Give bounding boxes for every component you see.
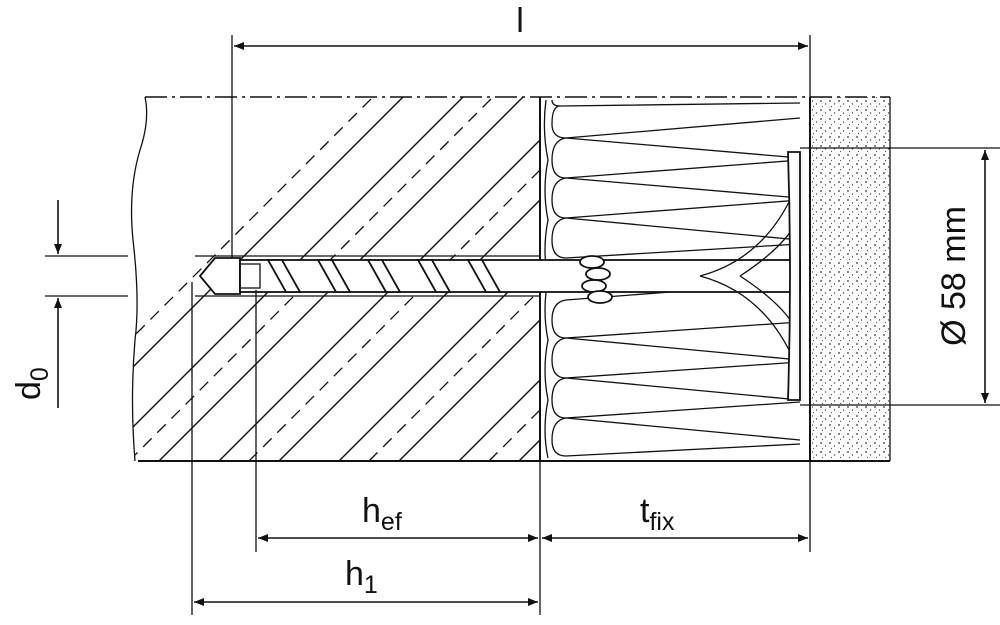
insulation-anchor (195, 151, 801, 401)
anchor-pin (239, 263, 261, 289)
anchor-spring (579, 255, 613, 304)
plate-rib-lower (699, 275, 791, 353)
concrete-break-line (130, 96, 148, 462)
plate-rib-upper (699, 199, 791, 277)
label-h1: h1 (345, 555, 378, 599)
label-d0: d0 (10, 367, 54, 400)
dimension-drill-depth: h1 (191, 282, 541, 615)
label-plate-diameter: Ø 58 mm (935, 206, 973, 346)
dimension-overall-length: l (231, 2, 811, 258)
dimension-drill-diameter: d0 (10, 200, 128, 408)
retaining-plate (787, 151, 801, 401)
dimension-effective-anchorage: hef (255, 290, 541, 552)
dimension-fixture-thickness: tfix (542, 461, 811, 552)
label-hef: hef (362, 492, 402, 536)
render-stipple (812, 97, 890, 461)
dimension-plate-diameter: Ø 58 mm (800, 147, 1000, 406)
concrete-hatching (131, 97, 540, 461)
anchor-thread (266, 259, 502, 293)
anchor-tip (198, 257, 241, 295)
insulation-layer (540, 97, 811, 462)
label-tfix: tfix (640, 492, 675, 536)
label-l: l (516, 2, 524, 40)
insulation-pattern (551, 99, 801, 457)
concrete-base-material (130, 96, 541, 462)
render-layer (810, 97, 891, 462)
